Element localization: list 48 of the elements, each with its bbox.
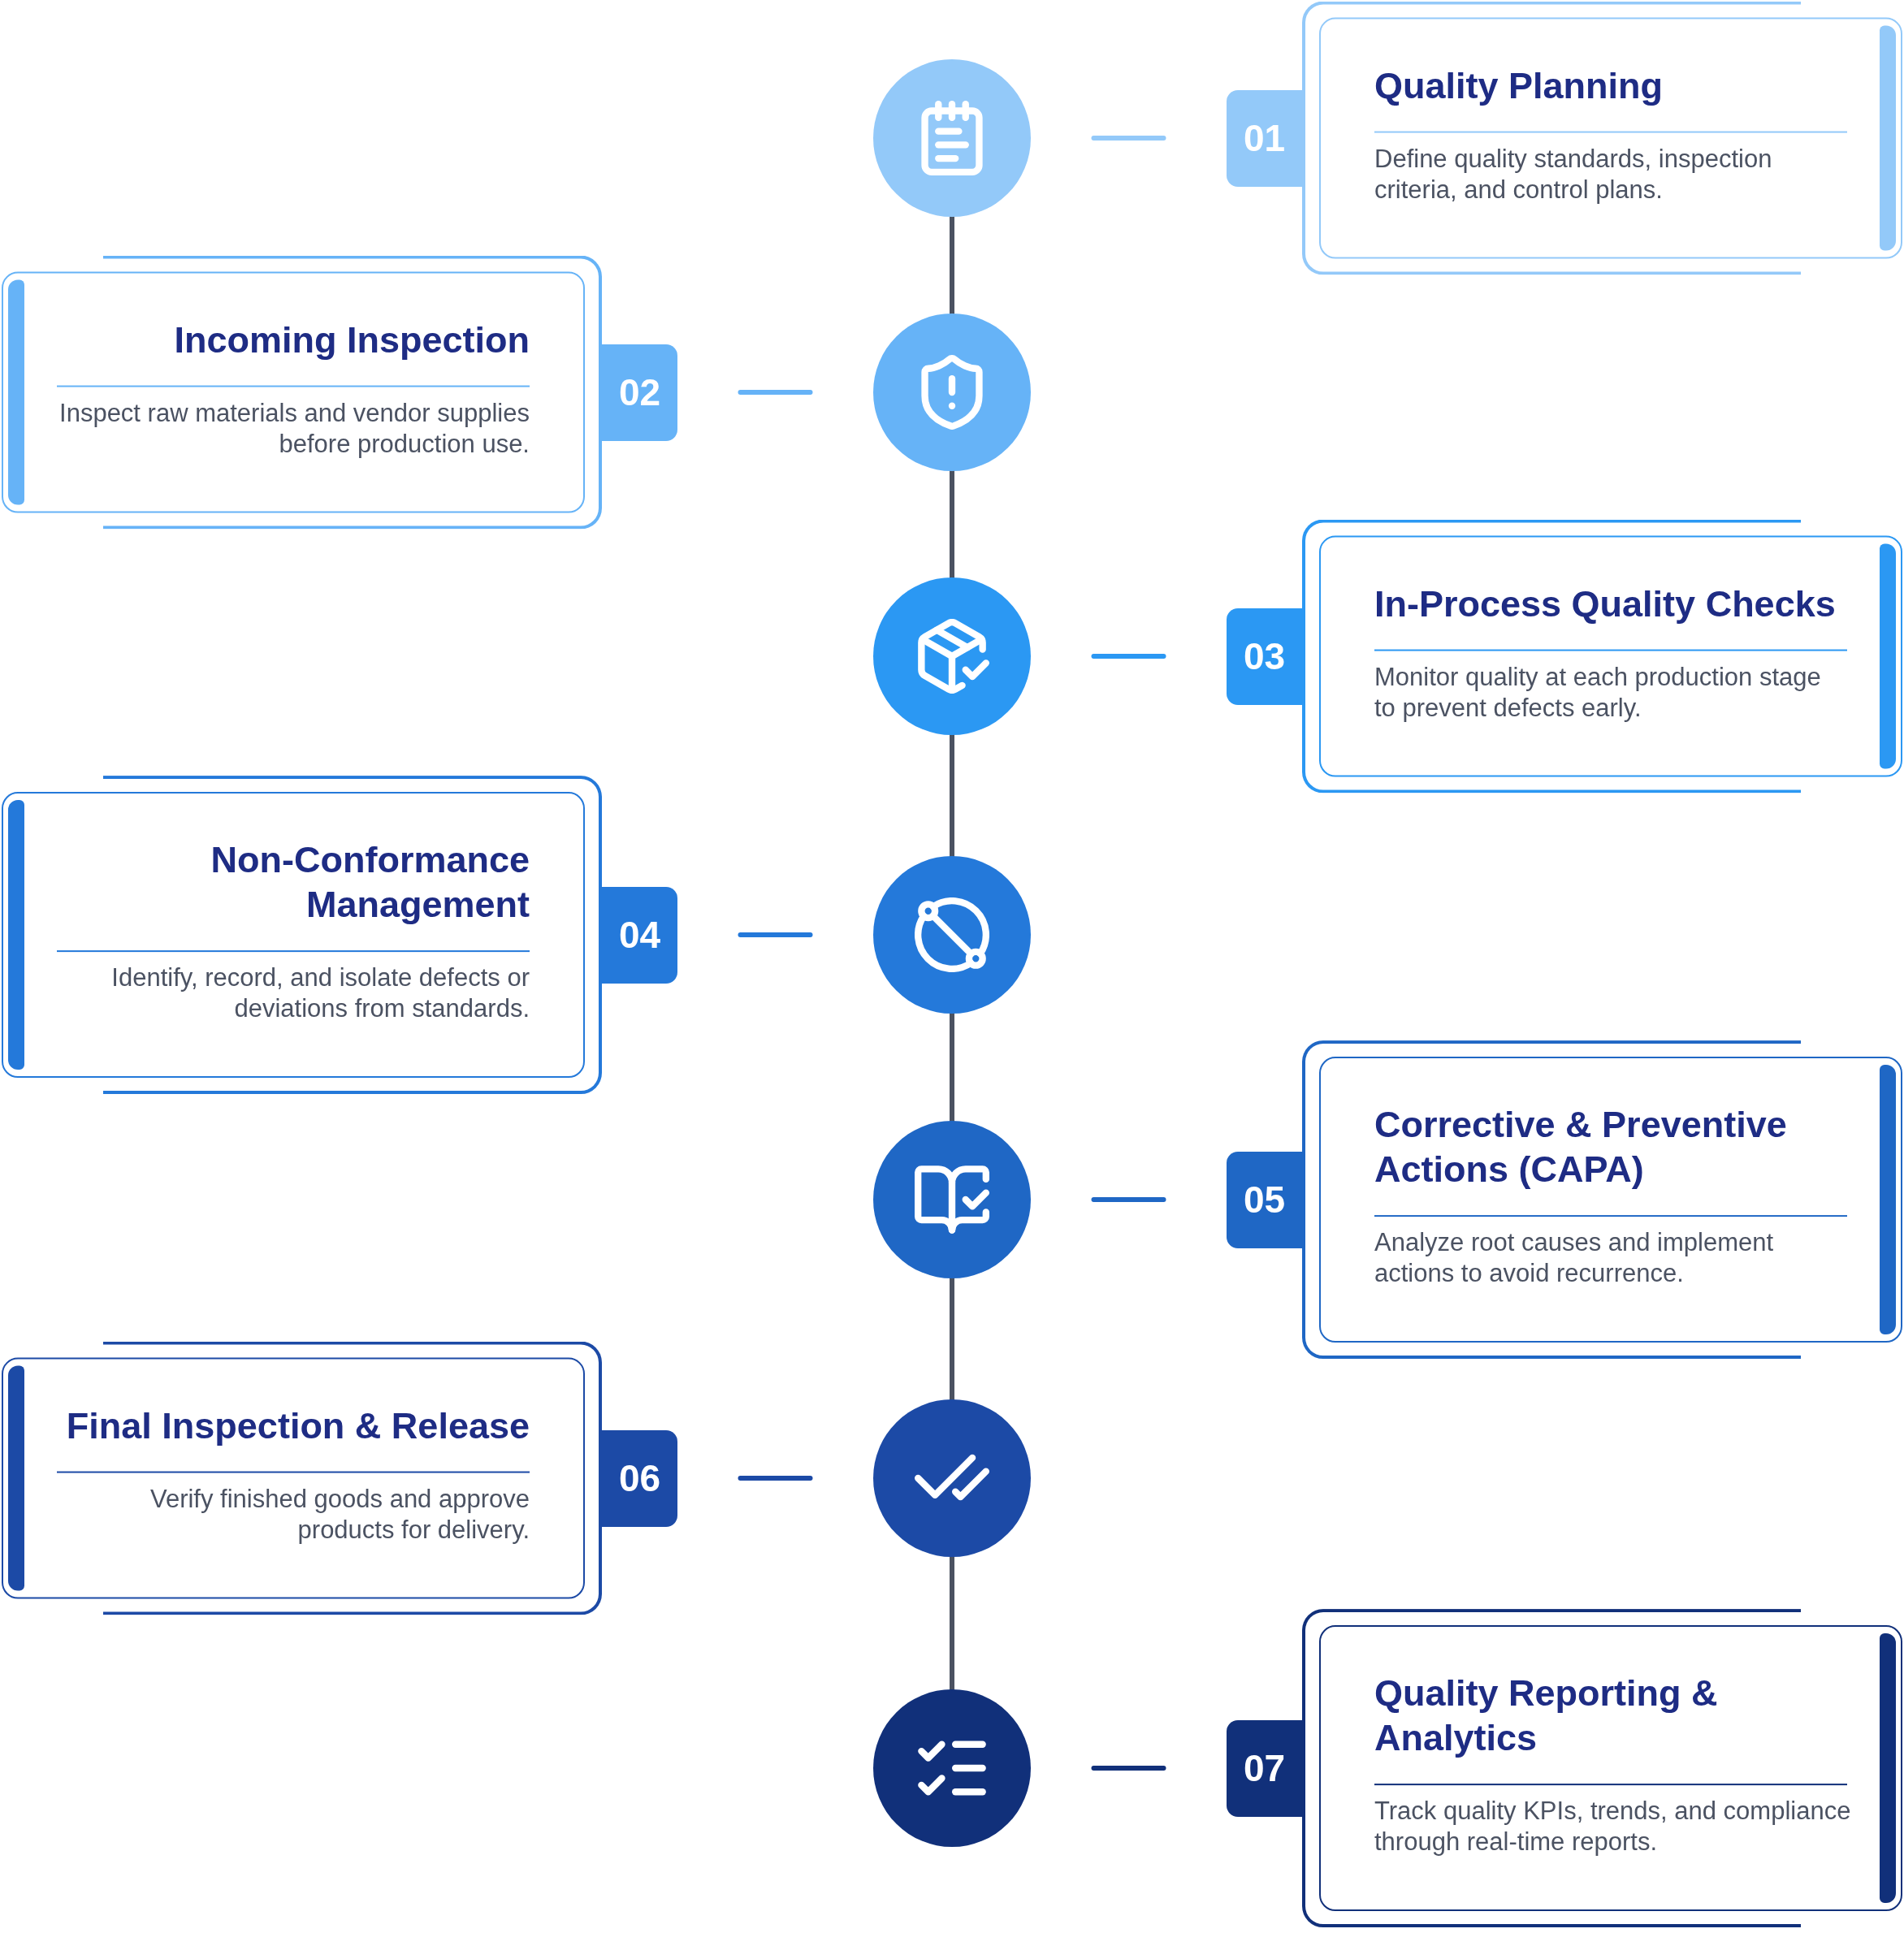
timeline-line (950, 1276, 954, 1402)
step-card (1319, 1057, 1902, 1343)
step-card (2, 792, 585, 1078)
number-tab (602, 1429, 677, 1527)
connector-line (1091, 1766, 1166, 1771)
step-card (1319, 535, 1902, 777)
step-number: 03 (1243, 638, 1286, 675)
connector-line (1091, 654, 1166, 659)
step-number: 01 (1243, 119, 1286, 157)
step-description: Verify finished goods and approve products for delivery. (149, 1483, 530, 1546)
timeline-line (950, 469, 954, 580)
step-title: In-Process Quality Checks (1374, 582, 1837, 626)
step-number: 06 (618, 1459, 661, 1497)
step-title: Incoming Inspection (173, 318, 530, 362)
step-title: Corrective & Preventive Actions (CAPA) (1374, 1103, 1788, 1191)
step-title: Non-Conformance Management (210, 838, 530, 927)
connector-line (1091, 136, 1166, 141)
step-number: 07 (1243, 1749, 1286, 1787)
step-description: Identify, record, and isolate defects or deviations from standards. (110, 962, 530, 1024)
connector-line (738, 1476, 813, 1481)
step-card (2, 1357, 585, 1599)
step-card (1319, 1625, 1902, 1911)
number-tab (602, 886, 677, 984)
number-tab (602, 344, 677, 441)
step-number: 05 (1243, 1181, 1286, 1218)
step-number: 04 (618, 916, 661, 954)
step-title: Quality Reporting & Analytics (1374, 1671, 1719, 1760)
step-number: 02 (618, 374, 661, 411)
connector-line (1091, 1197, 1166, 1202)
number-tab (1227, 608, 1302, 705)
step-description: Track quality KPIs, trends, and compliance through real-time reports. (1374, 1795, 1852, 1857)
number-tab (1227, 1151, 1302, 1248)
timeline-line (950, 1555, 954, 1692)
step-description: Analyze root causes and implement actions to avoid recurrence. (1374, 1226, 1775, 1289)
step-description: Define quality standards, inspection criteria, and control plans. (1374, 143, 1773, 205)
connector-line (738, 390, 813, 395)
step-description: Monitor quality at each production stage to prevent defects early. (1374, 661, 1822, 724)
step-card (2, 271, 585, 513)
step-description: Inspect raw materials and vendor supplies before production use. (58, 397, 530, 460)
timeline-line (950, 214, 954, 316)
timeline-line (950, 733, 954, 858)
timeline-line (950, 1011, 954, 1123)
step-title: Quality Planning (1374, 63, 1664, 108)
number-tab (1227, 89, 1302, 187)
step-title: Final Inspection & Release (65, 1403, 530, 1448)
number-tab (1227, 1719, 1302, 1817)
connector-line (738, 932, 813, 937)
step-card (1319, 17, 1902, 259)
